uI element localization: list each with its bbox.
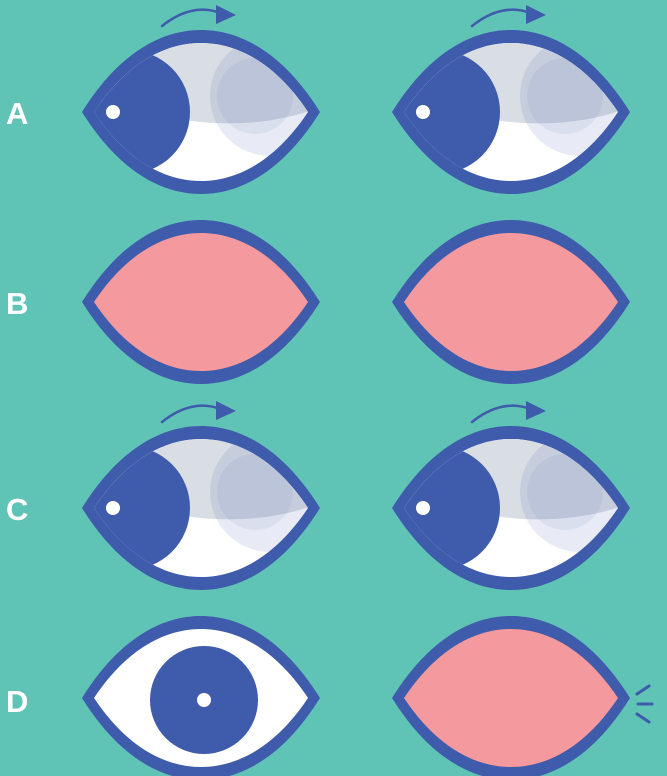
blink-mark — [637, 686, 649, 694]
row-label-a: A — [6, 98, 36, 129]
pupil-highlight — [197, 693, 211, 707]
movement-arrow-head — [216, 5, 236, 24]
row-label-c: C — [6, 494, 36, 525]
blink-mark — [637, 714, 649, 722]
row-d-right-eye — [380, 586, 642, 776]
movement-arrow-line — [162, 406, 220, 422]
row-c-right-eye — [380, 396, 642, 586]
pupil-highlight — [416, 105, 430, 119]
row-d-left-eye — [70, 586, 332, 776]
row-b-left-eye — [70, 190, 332, 380]
movement-arrow-line — [472, 406, 530, 422]
movement-arrow-line — [162, 10, 220, 26]
row-a-right-eye — [380, 0, 642, 190]
row-a-left-eye — [70, 0, 332, 190]
movement-arrow-head — [216, 401, 236, 420]
pupil-highlight — [106, 105, 120, 119]
row-b-right-eye — [380, 190, 642, 380]
movement-arrow-head — [526, 5, 546, 24]
movement-arrow-head — [526, 401, 546, 420]
row-label-d: D — [6, 686, 36, 717]
row-label-b: B — [6, 288, 36, 319]
movement-arrow-line — [472, 10, 530, 26]
row-c-left-eye — [70, 396, 332, 586]
pupil-highlight — [106, 501, 120, 515]
pupil-highlight — [416, 501, 430, 515]
